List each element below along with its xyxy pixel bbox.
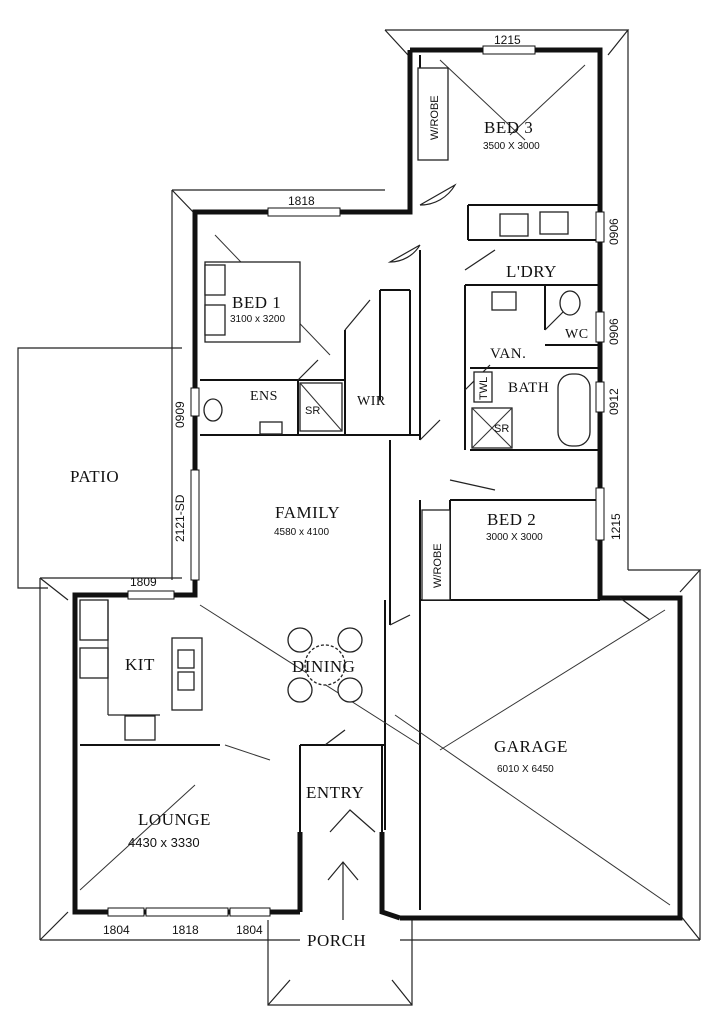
window-bed2-right: 1215	[609, 513, 623, 540]
window-marks	[107, 45, 605, 917]
porch-label: PORCH	[307, 931, 366, 950]
bed1-dims: 3100 x 3200	[230, 314, 285, 325]
kit-label: KIT	[125, 655, 155, 674]
sr-bath-label: SR	[494, 423, 509, 435]
bath-towel-rail	[473, 371, 493, 403]
entry-label: ENTRY	[306, 783, 364, 802]
bed3-dims: 3500 X 3000	[483, 141, 540, 152]
vanity-basin	[491, 291, 517, 311]
porch-arrow	[327, 861, 359, 920]
ens-label: ENS	[250, 389, 278, 404]
sr-ens-label: SR	[305, 405, 320, 417]
bed2-label: BED 2	[487, 510, 536, 529]
bed2-robe-label: W/ROBE	[432, 543, 444, 588]
lounge-dims: 4430 x 3330	[128, 835, 200, 850]
patio-label: PATIO	[70, 467, 119, 486]
garage-label: GARAGE	[494, 737, 568, 756]
exterior-walls	[72, 47, 683, 921]
bed1-bed	[204, 261, 301, 343]
window-lounge-bottom-right: 1804	[236, 923, 263, 937]
bed1-label: BED 1	[232, 293, 281, 312]
window-bed1-top: 1818	[288, 194, 315, 208]
window-lounge-bottom-mid: 1818	[172, 923, 199, 937]
patio-area	[17, 347, 182, 589]
family-dims: 4580 x 4100	[274, 527, 329, 538]
bed3-robe	[417, 67, 449, 161]
wc-toilet	[559, 290, 581, 316]
twl-label: TWL	[478, 377, 490, 400]
window-lounge-bottom-left: 1804	[103, 923, 130, 937]
wc-label: WC	[565, 327, 589, 342]
dining-table	[287, 627, 363, 703]
window-bath-right: 0912	[607, 388, 621, 415]
room-diagonals	[79, 59, 671, 906]
window-bed3-top: 1215	[494, 33, 521, 47]
ens-toilet	[203, 398, 283, 435]
ens-shower	[299, 382, 343, 432]
ldry-label: L'DRY	[506, 262, 557, 281]
window-family-left: 2121-SD	[173, 494, 187, 542]
eaves-outline	[39, 29, 702, 1006]
lounge-label: LOUNGE	[138, 810, 211, 829]
interior-walls	[80, 55, 600, 910]
van-label: VAN.	[490, 346, 526, 362]
window-ens-left: 0909	[173, 401, 187, 428]
laundry-tub	[499, 211, 569, 237]
window-ldry-right: 0906	[607, 218, 621, 245]
dining-label: DINING	[292, 657, 355, 676]
garage-dims: 6010 X 6450	[497, 764, 554, 775]
bed2-robe	[421, 509, 451, 601]
bed2-dims: 3000 X 3000	[486, 532, 543, 543]
window-kit-top: 1809	[130, 575, 157, 589]
bath-tub	[557, 373, 591, 447]
window-wc-right: 0906	[607, 318, 621, 345]
door-swings	[297, 183, 651, 833]
wir-label: WIR	[357, 394, 386, 409]
bed3-robe-label: W/ROBE	[429, 95, 441, 140]
family-label: FAMILY	[275, 503, 340, 522]
bath-shower	[471, 407, 513, 449]
kitchen-benches	[79, 599, 203, 741]
bath-label: BATH	[508, 380, 549, 396]
bed3-label: BED 3	[484, 118, 533, 137]
